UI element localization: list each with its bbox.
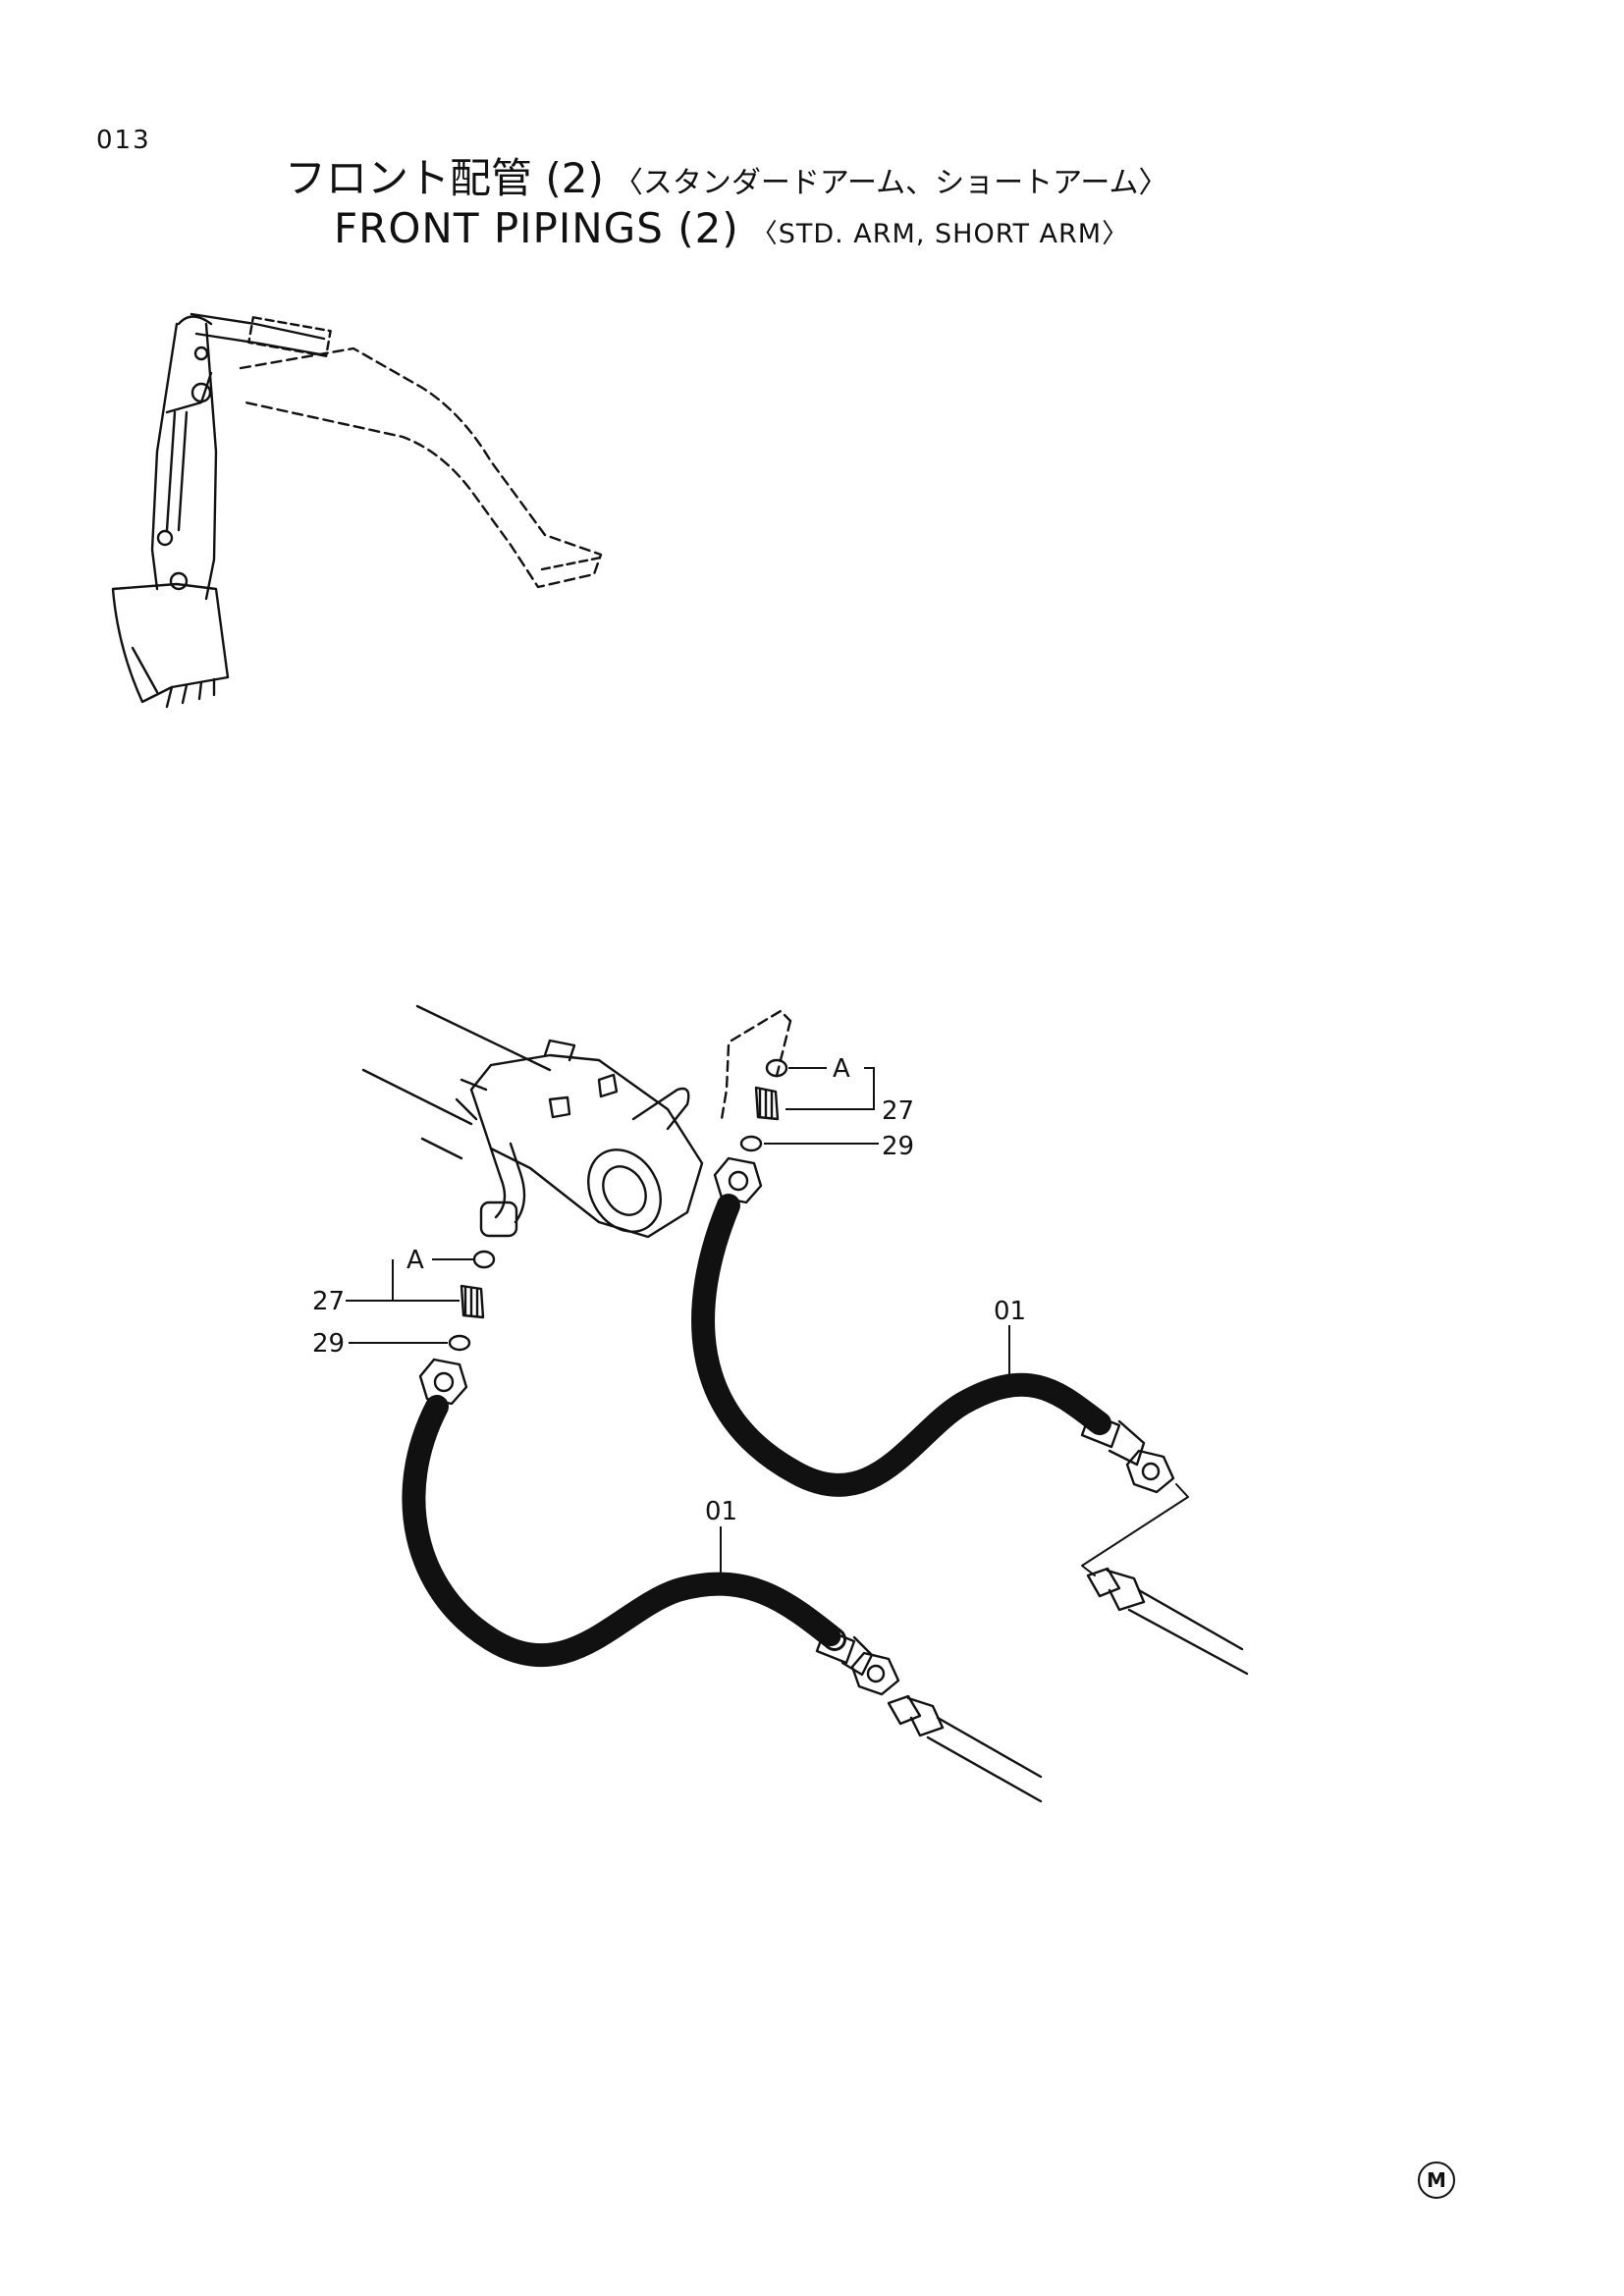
pipe-assembly-illustration [361, 1004, 1249, 1803]
manufacturer-mark-icon: M [1418, 2162, 1455, 2199]
callout-lower-a: A [406, 1246, 424, 1275]
callout-upper-27: 27 [882, 1096, 914, 1126]
title-jp-main: フロント配管 (2) [285, 154, 604, 202]
callout-lower-29: 29 [312, 1329, 345, 1359]
callout-hose-right: 01 [994, 1297, 1026, 1326]
title-jp-sub: 〈スタンダードアーム、ショートアーム〉 [613, 166, 1168, 200]
callout-upper-a: A [833, 1054, 850, 1084]
page-number: 013 [96, 126, 151, 155]
title-en-sub: 〈STD. ARM, SHORT ARM〉 [750, 219, 1130, 249]
callout-hose-left: 01 [705, 1497, 737, 1526]
callout-upper-29: 29 [882, 1132, 914, 1161]
title-japanese: フロント配管 (2) 〈スタンダードアーム、ショートアーム〉 [285, 145, 1167, 205]
excavator-front-illustration [111, 312, 603, 709]
leader-lines [346, 1067, 1010, 1580]
callout-lower-27: 27 [312, 1287, 345, 1316]
title-en-main: FRONT PIPINGS (2) [334, 204, 739, 252]
title-english: FRONT PIPINGS (2) 〈STD. ARM, SHORT ARM〉 [334, 204, 1129, 252]
